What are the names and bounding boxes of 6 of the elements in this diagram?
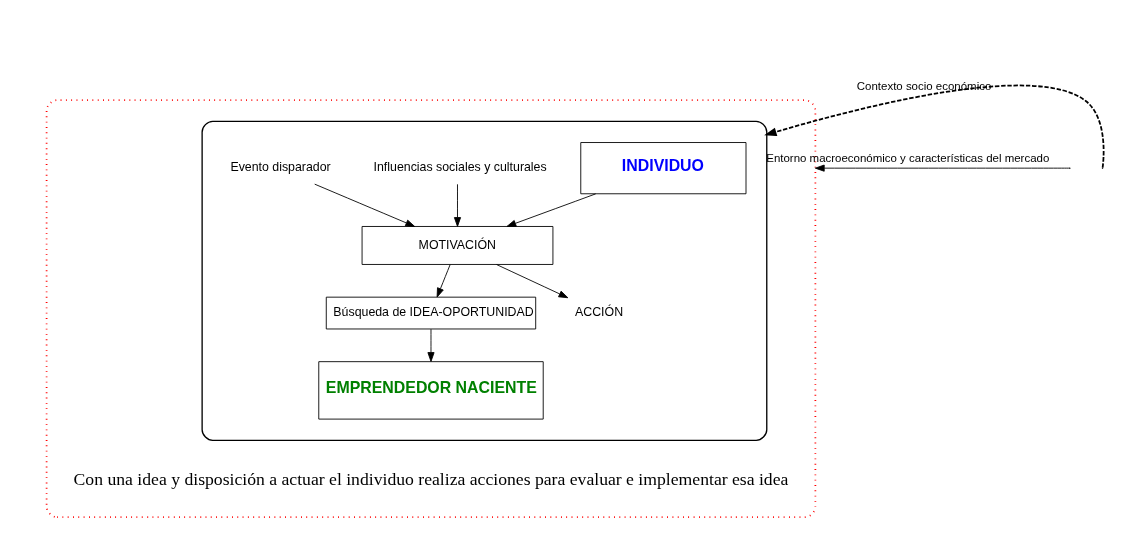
label: Con una idea y disposición a actuar el individuo realiza acciones para evaluar e implementar esa idea — [73, 468, 788, 489]
node-text: ACCIÓN — [574, 305, 623, 320]
node-text: Evento disparador — [229, 160, 331, 175]
edge-label: Entorno macroeconómico y características del mercado — [765, 152, 1049, 165]
edge-label: Contexto socio económico — [856, 79, 991, 92]
node-text: Influencias sociales y culturales — [373, 160, 547, 175]
